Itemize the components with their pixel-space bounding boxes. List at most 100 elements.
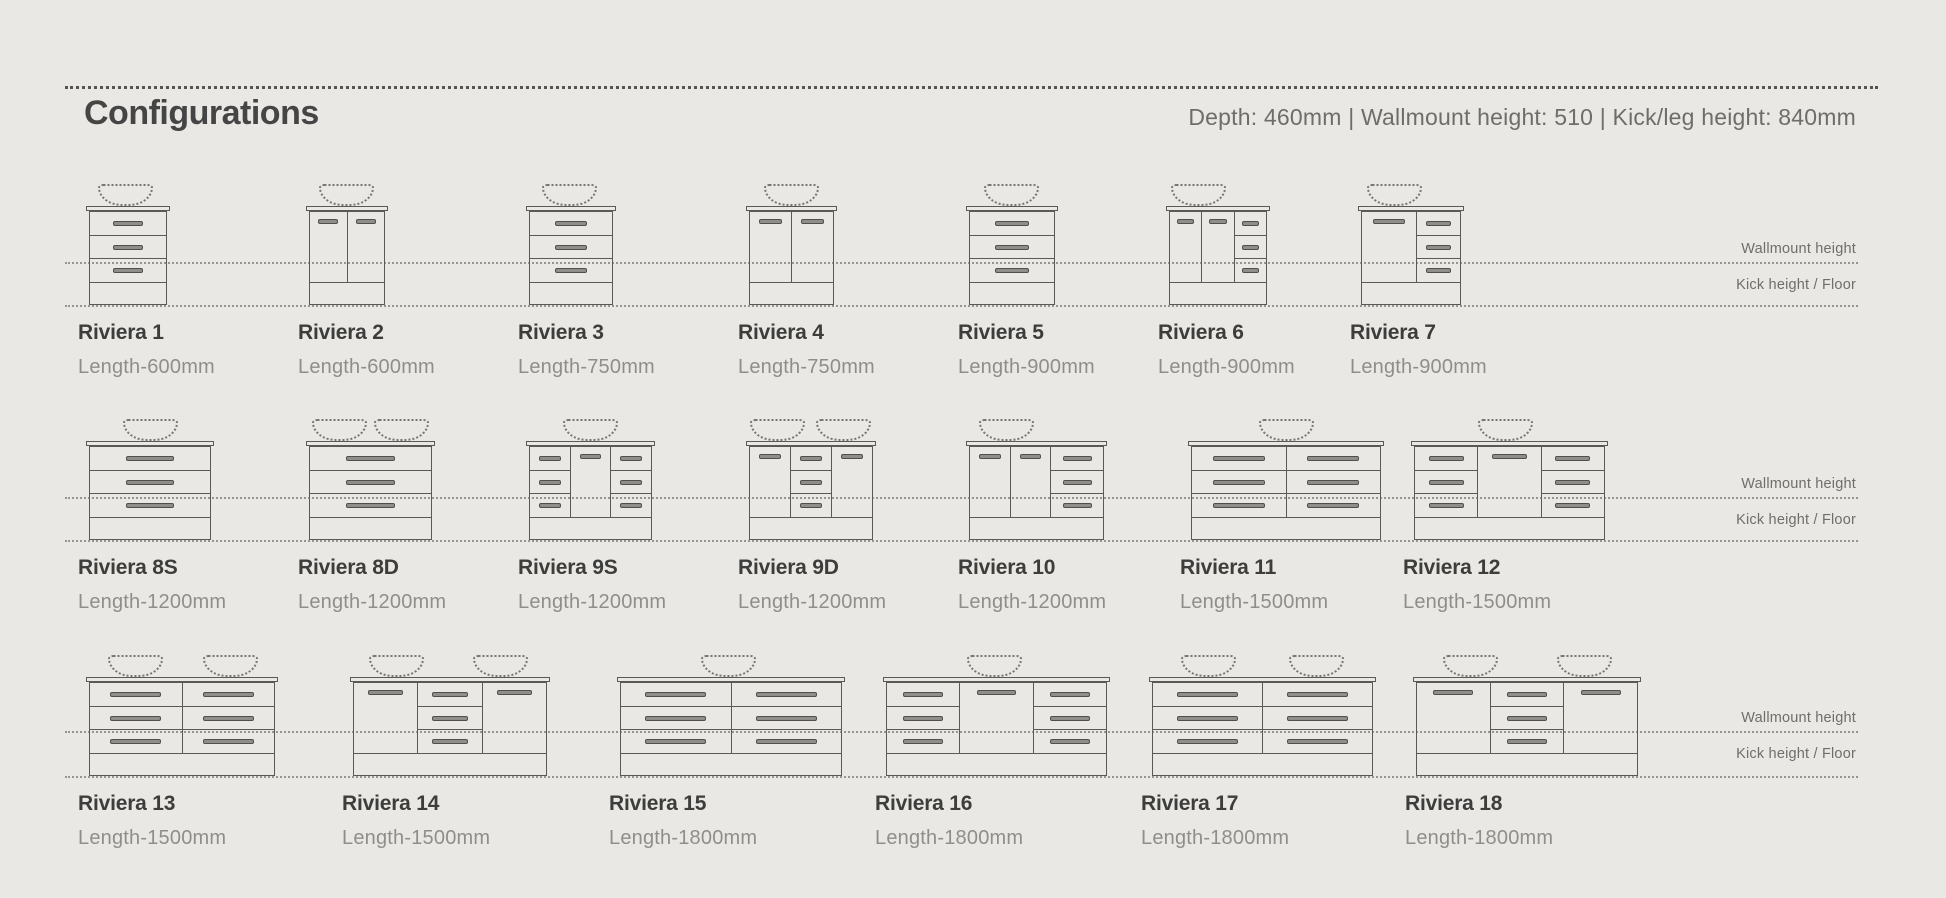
wallmount-guide-line	[65, 731, 1858, 733]
door-handle-icon	[841, 454, 863, 459]
kick-panel	[89, 754, 275, 776]
model-name: Riviera 9S	[518, 556, 618, 579]
door-panel	[346, 212, 385, 282]
door-handle-icon	[759, 219, 782, 224]
drawer-front	[90, 493, 210, 517]
drawer-handle-icon	[112, 268, 144, 274]
drawer-handle-icon	[902, 739, 944, 745]
door-panel	[791, 212, 833, 282]
cabinet-body	[1169, 211, 1267, 283]
drawer-stack	[417, 683, 482, 753]
cabinet-body	[89, 682, 275, 754]
vanity-drawing-riviera-1	[86, 184, 170, 305]
vanity-drawing-riviera-3	[526, 184, 616, 305]
drawer-front	[1415, 447, 1477, 470]
drawer-front	[1541, 493, 1604, 517]
kick-panel	[1414, 518, 1605, 540]
drawer-handle-icon	[1307, 479, 1360, 485]
drawer-front	[90, 447, 210, 470]
cabinet-body	[749, 211, 834, 283]
drawer-handle-icon	[1176, 739, 1239, 745]
drawer-handle-icon	[538, 479, 561, 485]
drawer-front	[183, 683, 275, 706]
countertop	[526, 441, 655, 446]
drawer-front	[887, 705, 960, 730]
drawer-handle-icon	[645, 715, 707, 721]
drawer-front	[310, 493, 431, 517]
model-name: Riviera 18	[1405, 792, 1503, 815]
vanity-drawing-riviera-11	[1188, 419, 1384, 540]
drawer-front	[1234, 234, 1266, 259]
door-panel	[750, 447, 790, 517]
model-length: Length-1200mm	[518, 591, 667, 613]
drawer-handle-icon	[1241, 220, 1260, 226]
drawer-handle-icon	[1212, 455, 1265, 461]
drawer-handle-icon	[432, 691, 468, 697]
drawer-handle-icon	[1506, 691, 1548, 697]
drawer-handle-icon	[1176, 691, 1239, 697]
model-length: Length-1800mm	[1405, 827, 1554, 849]
kick-panel	[1361, 283, 1461, 305]
drawer-handle-icon	[112, 220, 144, 226]
cabinet-body	[1152, 682, 1373, 754]
drawer-handle-icon	[1307, 455, 1360, 461]
cabinet-body	[529, 446, 652, 518]
basin-icon	[318, 184, 374, 206]
drawer-handle-icon	[799, 503, 823, 509]
drawer-handle-icon	[110, 691, 162, 697]
door-handle-icon	[496, 690, 532, 695]
drawer-handle-icon	[110, 715, 162, 721]
drawer-front	[611, 469, 652, 494]
drawer-front	[310, 469, 431, 494]
drawer-front	[1033, 729, 1106, 753]
drawer-stack	[1233, 212, 1266, 282]
drawer-stack	[730, 683, 841, 753]
door-panel	[1563, 683, 1637, 753]
cabinet-body	[529, 211, 613, 283]
drawer-front	[1417, 212, 1460, 235]
kick-panel	[1191, 518, 1381, 540]
drawer-front	[970, 258, 1054, 282]
door-panel	[354, 683, 417, 753]
basin-icon	[541, 184, 597, 206]
model-name: Riviera 1	[78, 321, 164, 344]
model-length: Length-750mm	[518, 356, 655, 378]
drawer-front	[791, 469, 831, 494]
drawer-front	[530, 447, 570, 470]
drawer-handle-icon	[1426, 268, 1451, 274]
model-name: Riviera 6	[1158, 321, 1244, 344]
basin-icon	[983, 184, 1039, 206]
door-panel	[831, 447, 872, 517]
drawer-front	[731, 729, 841, 753]
drawer-handle-icon	[620, 455, 643, 461]
kick-panel	[886, 754, 1107, 776]
basin-icon	[1366, 184, 1422, 206]
countertop	[306, 206, 388, 211]
drawer-front	[1490, 705, 1564, 730]
drawer-front	[1263, 729, 1372, 753]
drawer-handle-icon	[645, 691, 707, 697]
door-handle-icon	[759, 454, 781, 459]
countertop	[1413, 677, 1641, 682]
drawer-handle-icon	[1049, 739, 1091, 745]
model-length: Length-750mm	[738, 356, 875, 378]
drawer-front	[1192, 469, 1286, 494]
drawer-handle-icon	[1506, 715, 1548, 721]
drawer-handle-icon	[1286, 715, 1349, 721]
door-panel	[1009, 447, 1051, 517]
drawer-front	[1034, 683, 1106, 706]
vanity-drawing-riviera-18	[1413, 655, 1641, 776]
drawer-front	[1051, 447, 1103, 470]
cabinet-body	[969, 211, 1055, 283]
global-specs-text: Depth: 460mm | Wallmount height: 510 | K…	[1188, 104, 1856, 130]
cabinet-body	[89, 211, 167, 283]
kick-panel	[1169, 283, 1267, 305]
drawer-handle-icon	[202, 691, 254, 697]
kick-height-floor-label: Kick height / Floor	[1736, 746, 1856, 762]
kick-panel	[89, 518, 211, 540]
vanity-drawing-riviera-12	[1411, 419, 1608, 540]
door-panel	[481, 683, 546, 753]
kick-panel	[529, 518, 652, 540]
drawer-front	[90, 234, 166, 259]
